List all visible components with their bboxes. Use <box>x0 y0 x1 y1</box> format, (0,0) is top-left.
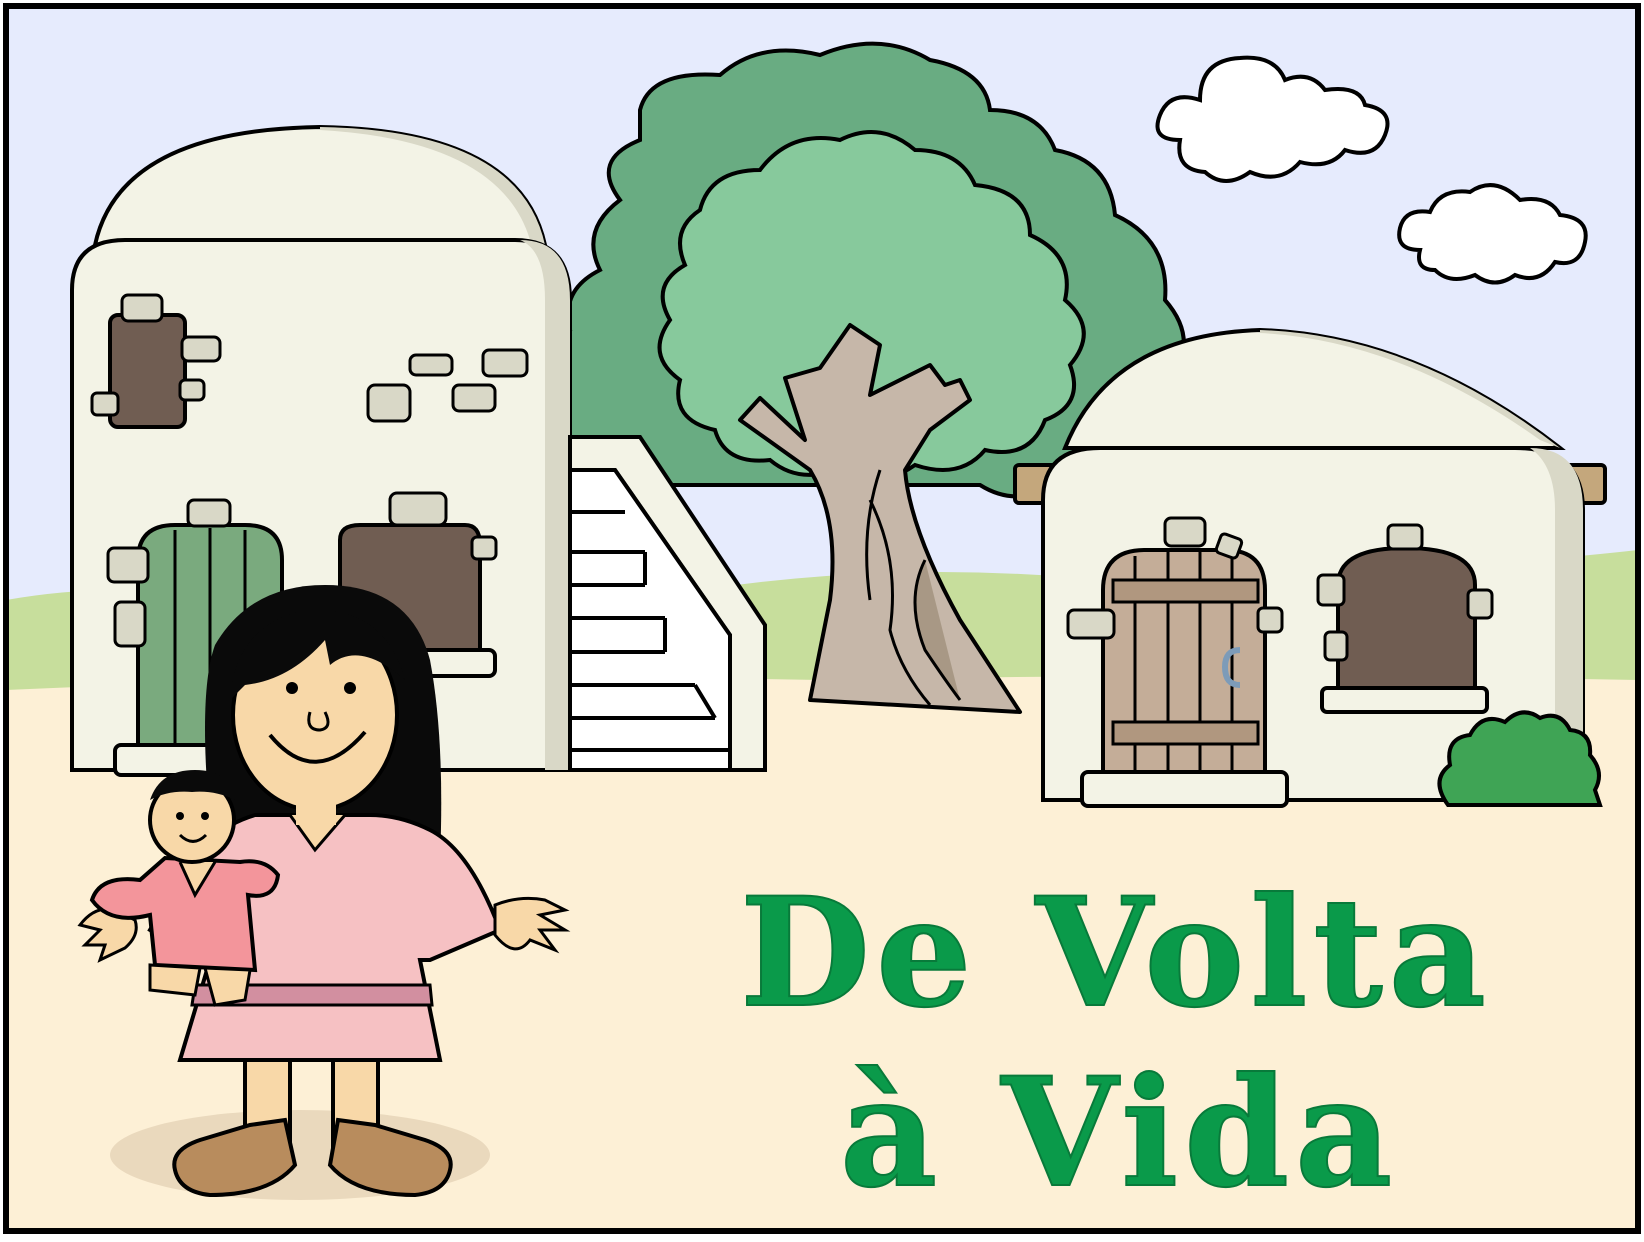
staircase <box>568 435 767 772</box>
doll-figure <box>77 770 281 1007</box>
frame-border <box>3 3 1641 1234</box>
cloud-icon <box>1155 55 1390 183</box>
girl-figure <box>77 585 571 1198</box>
bush-icon <box>1437 710 1603 807</box>
tree-trunk <box>738 323 1022 714</box>
title-line-1: De Volta <box>739 865 1492 1041</box>
cloud-icon <box>1397 183 1588 285</box>
house-icon <box>1013 327 1607 808</box>
title-line-2: à Vida <box>839 1045 1399 1221</box>
